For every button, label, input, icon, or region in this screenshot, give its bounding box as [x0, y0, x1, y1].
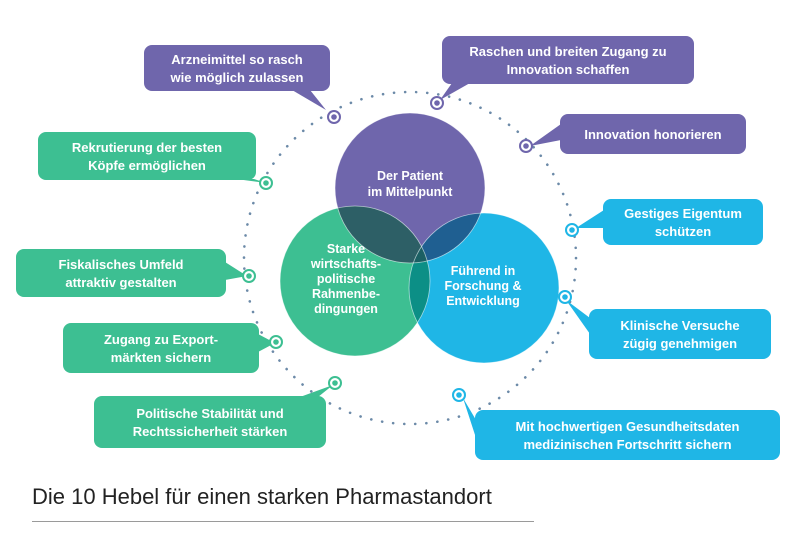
ring-marker-dot	[273, 339, 279, 345]
bubble-tail	[225, 262, 247, 280]
ring-marker-dot	[332, 380, 338, 386]
circle-outline	[408, 212, 560, 364]
lever-text-line: märkten sichern	[111, 350, 211, 365]
lever-text-line: Innovation honorieren	[584, 127, 721, 142]
lever-bubble-export: Zugang zu Export-märkten sichern	[63, 323, 283, 373]
framework-label-line: dingungen	[314, 302, 378, 316]
lever-bubble-zugang-innovation: Raschen und breiten Zugang zu Innovation …	[430, 36, 694, 110]
bubble-box	[475, 410, 780, 460]
research-label-line: Entwicklung	[446, 294, 520, 308]
overlap-patient-framework	[335, 206, 430, 263]
patient-label-line: Der Patient	[377, 169, 444, 183]
lever-text-fiskalisch: Fiskalisches Umfeld attraktiv gestalten	[59, 257, 184, 290]
lever-text-line: schützen	[655, 224, 711, 239]
research-label-line: Führend in	[451, 264, 516, 278]
lever-bubble-arzneimittel: Arzneimittel so rasch wie möglich zulasse…	[144, 45, 341, 124]
ring-marker-dot	[331, 114, 337, 120]
ring-marker-dot	[263, 180, 269, 186]
lever-text-innovation-honorieren: Innovation honorieren	[584, 127, 721, 142]
lever-text-arzneimittel: Arzneimittel so rasch wie möglich zulasse…	[170, 52, 304, 85]
dotted-ring	[242, 90, 578, 426]
lever-text-line: zügig genehmigen	[623, 336, 737, 351]
lever-bubble-fiskalisch: Fiskalisches Umfeld attraktiv gestalten	[16, 249, 256, 297]
bubble-box	[16, 249, 226, 297]
lever-text-versuche: Klinische Versuche zügig genehmigen	[620, 318, 739, 351]
lever-bubble-innovation-honorieren: Innovation honorieren	[519, 114, 746, 154]
circle-outline	[334, 112, 486, 264]
lever-text-line: attraktiv gestalten	[65, 275, 176, 290]
lever-text-line: Mit hochwertigen Gesundheitsdaten	[516, 419, 740, 434]
lever-text-line: Köpfe ermöglichen	[88, 158, 206, 173]
bubble-box	[63, 323, 259, 373]
lever-bubble-gesundheitsdaten: Mit hochwertigen Gesundheitsdaten medizin…	[452, 388, 780, 460]
lever-text-line: Rekrutierung der besten	[72, 140, 222, 155]
lever-text-line: Klinische Versuche	[620, 318, 739, 333]
bubble-box	[144, 45, 330, 91]
patient-label: Der Patient im Mittelpunkt	[368, 169, 454, 199]
lever-bubble-eigentum: Gestiges Eigentum schützen	[565, 199, 763, 245]
lever-text-line: Gestiges Eigentum	[624, 206, 742, 221]
caption-divider	[32, 521, 534, 522]
lever-text-line: Rechtssicherheit stärken	[133, 424, 288, 439]
ring-marker-dot	[562, 294, 568, 300]
bubble-tail	[258, 334, 275, 352]
lever-text-line: Arzneimittel so rasch	[171, 52, 303, 67]
lever-text-gesundheitsdaten: Mit hochwertigen Gesundheitsdaten medizin…	[516, 419, 740, 452]
ring-marker-dot	[569, 227, 575, 233]
bubble-tail	[463, 398, 476, 438]
bubble-box	[589, 309, 771, 359]
lever-bubble-versuche: Klinische Versuche zügig genehmigen	[558, 290, 771, 359]
patient-label-line: im Mittelpunkt	[368, 185, 454, 199]
framework-label-line: Rahmenbe-	[312, 287, 380, 301]
lever-text-line: Fiskalisches Umfeld	[59, 257, 184, 272]
ring-marker-dot	[246, 273, 252, 279]
bubble-box	[442, 36, 694, 84]
overlap-patient-research	[409, 213, 485, 263]
bubble-box	[38, 132, 256, 180]
bubble-tail	[566, 300, 590, 334]
lever-text-line: Politische Stabilität und	[136, 406, 283, 421]
bubble-box	[603, 199, 763, 245]
lever-text-line: Innovation schaffen	[507, 62, 630, 77]
bubble-box	[94, 396, 326, 448]
ring-marker-dot	[523, 143, 529, 149]
lever-text-line: medizinischen Fortschritt sichern	[523, 437, 731, 452]
circle-outline	[279, 205, 431, 357]
diagram-caption: Die 10 Hebel für einen starken Pharmasta…	[32, 484, 492, 509]
bubble-tail	[300, 385, 333, 397]
lever-text-eigentum: Gestiges Eigentum schützen	[624, 206, 742, 239]
lever-text-line: Raschen und breiten Zugang zu	[469, 44, 666, 59]
lever-text-line: wie möglich zulassen	[170, 70, 304, 85]
framework-label-line: Starke	[327, 242, 365, 256]
research-label-line: Forschung &	[444, 279, 521, 293]
bubble-tail	[440, 83, 470, 100]
bubble-box	[560, 114, 746, 154]
framework-label-line: wirtschafts-	[310, 257, 381, 271]
lever-text-line: Zugang zu Export-	[104, 332, 218, 347]
framework-label-line: politische	[317, 272, 375, 286]
bubble-tail	[292, 90, 326, 110]
lever-text-zugang-innovation: Raschen und breiten Zugang zu Innovation …	[469, 44, 666, 77]
ring-marker-dot	[456, 392, 462, 398]
ring-marker-dot	[434, 100, 440, 106]
lever-text-export: Zugang zu Export-märkten sichern	[104, 332, 218, 365]
bubble-tail	[530, 124, 561, 146]
bubble-tail	[576, 210, 604, 228]
